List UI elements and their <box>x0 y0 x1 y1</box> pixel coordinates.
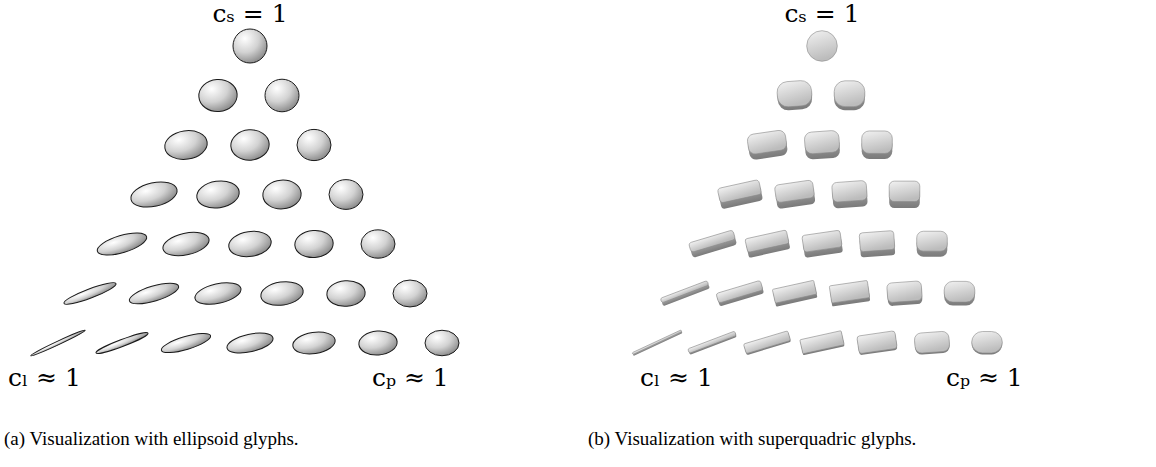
glyph-top <box>807 31 838 62</box>
ellipsoid-glyph <box>297 129 331 160</box>
superquadric-glyph <box>772 280 817 306</box>
glyph-top <box>857 331 898 354</box>
glyph-top <box>747 130 788 155</box>
ellipsoid-glyph <box>230 128 270 161</box>
superquadric-glyph <box>857 331 898 356</box>
superquadric-glyph <box>914 331 950 355</box>
ellipsoid-glyph <box>265 79 299 112</box>
glyph-top <box>802 230 842 252</box>
axis-label: cₛ = 1 <box>784 0 859 29</box>
ellipsoid-glyph <box>30 329 86 358</box>
axis-label: cₛ = 1 <box>212 0 287 29</box>
superquadric-glyph <box>834 81 865 110</box>
ellipsoid-glyph <box>393 280 427 307</box>
ellipsoid-glyph <box>358 330 398 357</box>
axis-label: cₚ ≈ 1 <box>946 364 1023 393</box>
axis-label: cₚ ≈ 1 <box>372 364 449 393</box>
superquadric-glyph <box>889 181 920 208</box>
glyph-top <box>717 180 762 204</box>
glyph-top <box>774 180 815 203</box>
glyph-top <box>917 231 948 251</box>
superquadric-glyph <box>688 331 737 355</box>
ellipsoid-glyph <box>160 329 213 356</box>
superquadric-glyph <box>660 281 710 307</box>
subfigure-caption: (a) Visualization with ellipsoid glyphs. <box>4 428 299 450</box>
glyph-top <box>889 181 920 201</box>
ellipsoid-glyph <box>361 230 395 258</box>
ellipsoid-triangle <box>30 29 459 357</box>
superquadric-glyph <box>776 80 812 111</box>
superquadric-glyph <box>717 180 763 210</box>
ellipsoid-glyph <box>233 29 267 63</box>
ellipsoid-glyph <box>262 179 302 210</box>
ellipsoid-glyph <box>329 180 363 210</box>
axis-label: cₗ ≈ 1 <box>640 364 713 393</box>
superquadric-glyph <box>829 280 870 306</box>
glyph-top <box>914 331 950 354</box>
superquadric-glyph <box>859 231 895 258</box>
axis-label: cₗ ≈ 1 <box>8 364 81 393</box>
glyph-top <box>862 131 893 153</box>
ellipsoid-glyph <box>291 329 336 356</box>
ellipsoid-glyph <box>129 178 180 211</box>
glyph-top <box>829 280 870 303</box>
superquadric-glyph <box>862 131 893 159</box>
glyph-top <box>800 331 844 354</box>
superquadric-glyph <box>917 231 948 257</box>
superquadric-glyph <box>747 130 789 161</box>
glyph-top <box>660 281 709 303</box>
glyph-top <box>716 280 763 303</box>
superquadric-glyph <box>774 180 815 209</box>
ellipsoid-glyph <box>161 228 212 259</box>
glyph-top <box>804 130 840 154</box>
glyph-top <box>834 81 865 107</box>
glyph-top <box>772 280 816 303</box>
ellipsoid-glyph <box>193 279 243 308</box>
ellipsoid-glyph <box>425 330 459 356</box>
glyph-top <box>887 281 923 303</box>
ellipsoid-glyph <box>198 78 239 113</box>
ellipsoid-glyph <box>127 279 180 308</box>
ellipsoid-glyph <box>227 229 273 260</box>
ellipsoid-glyph <box>163 128 209 162</box>
ellipsoid-glyph <box>294 229 334 259</box>
subfigure-caption: (b) Visualization with superquadric glyp… <box>588 428 916 450</box>
ellipsoid-glyph <box>95 228 149 259</box>
glyph-top <box>832 180 868 202</box>
glyph-top <box>972 332 1003 353</box>
superquadric-glyph <box>688 230 737 258</box>
superquadric-glyph <box>832 180 868 208</box>
glyph-top <box>688 331 737 353</box>
superquadric-glyph <box>807 31 838 62</box>
ellipsoid-glyph <box>62 279 117 307</box>
ellipsoid-glyph <box>225 329 275 356</box>
superquadric-glyph <box>804 130 840 160</box>
superquadric-glyph <box>800 331 845 356</box>
glyph-top <box>632 330 682 355</box>
superquadric-glyph <box>716 280 764 306</box>
glyph-top <box>745 230 789 253</box>
glyph-top <box>859 231 895 252</box>
superquadric-glyph <box>745 230 790 258</box>
superquadric-glyph <box>802 230 843 258</box>
superquadric-glyph <box>944 281 975 305</box>
ellipsoid-glyph <box>259 279 305 308</box>
ellipsoid-glyph <box>95 330 150 356</box>
glyph-top <box>688 230 735 253</box>
ellipsoid-glyph <box>195 178 241 211</box>
ellipsoid-glyph <box>326 279 366 307</box>
superquadric-glyph <box>972 332 1003 355</box>
glyph-top <box>743 331 790 354</box>
superquadric-glyph <box>632 330 682 356</box>
superquadric-glyph <box>743 331 791 355</box>
superquadric-glyph <box>887 281 923 306</box>
glyph-top <box>944 281 975 302</box>
glyph-top <box>776 80 812 108</box>
superquadric-triangle <box>632 31 1002 356</box>
